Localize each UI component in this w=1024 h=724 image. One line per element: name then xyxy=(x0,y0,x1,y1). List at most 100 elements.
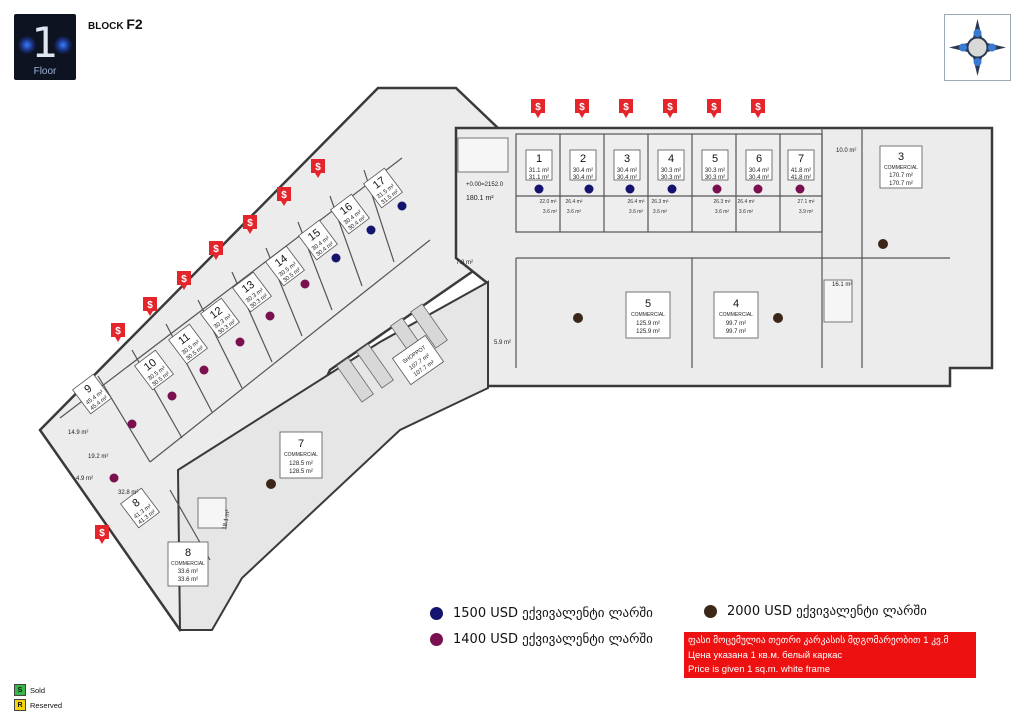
commercial-5[interactable]: 5 COMMERCIAL 125.9 m² 125.9 m² xyxy=(573,291,671,339)
compass-icon xyxy=(944,14,1011,81)
commercial-label: COMMERCIAL xyxy=(631,312,665,318)
elevation-label: +0.00=2152.0 xyxy=(466,182,504,188)
commercial-area: 125.9 m² xyxy=(636,321,660,327)
unit-8[interactable]: 8 41.3 m² 41.3 m² xyxy=(120,487,160,529)
room-area: 22.0 m² xyxy=(540,199,557,205)
unit-area: 30.3 m² xyxy=(661,168,681,174)
shop-area[interactable]: SHOPPOT 107.7 m² 107.7 m² xyxy=(391,334,445,386)
price-dot xyxy=(584,184,594,194)
unit-9[interactable]: 9 45.4 m² 45.4 m² xyxy=(72,373,112,415)
unit-6[interactable]: 6 30.4 m² 30.4 m² xyxy=(745,149,773,194)
unit-2[interactable]: 2 30.4 m² 30.4 m² xyxy=(569,149,597,194)
unit-5[interactable]: 5 30.3 m² 30.3 m² xyxy=(701,149,729,194)
room-area: 26.3 m² xyxy=(714,199,731,205)
unit-11[interactable]: 11 30.5 m² 30.5 m² xyxy=(168,323,208,365)
price-dot xyxy=(235,337,245,347)
room-area: 19.2 m² xyxy=(88,454,108,460)
commercial-label: COMMERCIAL xyxy=(284,452,318,458)
sold-marker-label: $ xyxy=(247,218,253,229)
commercial-label: COMMERCIAL xyxy=(171,561,205,567)
unit-4[interactable]: 4 30.3 m² 30.3 m² xyxy=(657,149,685,194)
commercial-area: 99.7 m² xyxy=(726,321,746,327)
sold-marker-label: $ xyxy=(579,102,585,113)
unit-area: 30.4 m² xyxy=(749,175,769,181)
price-dot xyxy=(773,313,783,323)
price-dot xyxy=(109,473,119,483)
unit-area: 31.1 m² xyxy=(529,175,549,181)
unit-number: 12 xyxy=(208,305,225,322)
sold-marker-label: $ xyxy=(213,244,219,255)
room-area: 10.0 m² xyxy=(836,148,856,154)
sold-marker: $ xyxy=(663,99,677,118)
price-dot xyxy=(331,253,341,263)
status-sold-label: Sold xyxy=(30,685,46,695)
status-reserved-label: Reserved xyxy=(30,700,63,710)
room-area: 4.9 m² xyxy=(76,476,93,482)
unit-15[interactable]: 15 30.4 m² 30.4 m² xyxy=(298,219,338,261)
floor-number: 1 xyxy=(31,18,59,67)
room-area: 26.4 m² xyxy=(738,199,755,205)
price-dot xyxy=(534,184,544,194)
unit-7[interactable]: 7 41.8 m² 41.8 m² xyxy=(787,149,815,194)
unit-3[interactable]: 3 30.4 m² 30.4 m² xyxy=(613,149,641,194)
price-note: ფასი მოცემულია თეთრი კარკასის მდგომარეობ… xyxy=(684,632,976,678)
sold-marker: $ xyxy=(209,241,223,260)
price-dot xyxy=(667,184,677,194)
bath-area: 3.9 m² xyxy=(799,209,814,215)
commercial-area: 33.6 m² xyxy=(178,569,198,575)
block-name: F2 xyxy=(126,16,143,32)
unit-10[interactable]: 10 30.5 m² 30.5 m² xyxy=(134,349,174,391)
commercial-label: COMMERCIAL xyxy=(884,165,918,171)
sold-markers: $ $ $ $ $ $ $ xyxy=(95,99,765,544)
price-dot xyxy=(366,225,376,235)
legend-1500: 1500 USD ექვივალენტი ლარში xyxy=(430,606,653,621)
bath-area: 3.6 m² xyxy=(629,209,644,215)
price-note-line: Price is given 1 sq.m. white frame xyxy=(688,664,831,675)
room-area: 26.4 m² xyxy=(628,199,645,205)
unit-number: 1 xyxy=(536,153,542,165)
unit-number: 13 xyxy=(240,279,257,296)
sold-marker: $ xyxy=(243,215,257,234)
unit-area: 41.8 m² xyxy=(791,168,811,174)
sold-marker: $ xyxy=(619,99,633,118)
unit-number: 6 xyxy=(756,153,762,165)
sub-areas-top: 22.0 m² 26.4 m² 26.4 m² 26.3 m² 26.3 m² … xyxy=(540,199,815,215)
sold-marker-label: $ xyxy=(755,102,761,113)
unit-number: 15 xyxy=(306,227,323,244)
sold-marker: $ xyxy=(311,159,325,178)
status-sold-box: S xyxy=(14,684,26,696)
legend-2000: 2000 USD ექვივალენტი ლარში xyxy=(704,604,927,619)
bath-area: 3.6 m² xyxy=(653,209,668,215)
sold-marker-label: $ xyxy=(535,102,541,113)
unit-number: 5 xyxy=(712,153,718,165)
unit-12[interactable]: 12 30.3 m² 30.3 m² xyxy=(200,297,240,339)
price-dot xyxy=(300,279,310,289)
sold-marker-label: $ xyxy=(115,326,121,337)
unit-number: 4 xyxy=(668,153,674,165)
room-area: 14.9 m² xyxy=(68,430,88,436)
commercial-8[interactable]: 8 COMMERCIAL 33.6 m² 33.6 m² xyxy=(167,541,209,587)
legend-1400: 1400 USD ექვივალენტი ლარში xyxy=(430,632,653,647)
commercial-4[interactable]: 4 COMMERCIAL 99.7 m² 99.7 m² xyxy=(713,291,783,339)
commercial-number: 7 xyxy=(298,438,304,450)
unit-1[interactable]: 1 31.1 m² 31.1 m² xyxy=(525,149,553,194)
sold-marker: $ xyxy=(277,187,291,206)
price-dot xyxy=(397,201,407,211)
commercial-3[interactable]: 3 COMMERCIAL 170.7 m² 170.7 m² xyxy=(878,145,923,249)
status-reserved: R Reserved xyxy=(14,699,62,711)
block-title: BLOCK F2 xyxy=(88,16,143,32)
room-area: 27.1 m² xyxy=(798,199,815,205)
unit-area: 30.4 m² xyxy=(617,175,637,181)
lobby-area: 180.1 m² xyxy=(466,195,494,202)
unit-number: 14 xyxy=(273,253,290,270)
legend-text: 2000 USD ექვივალენტი ლარში xyxy=(727,604,927,619)
commercial-7[interactable]: 7 COMMERCIAL 128.5 m² 128.5 m² xyxy=(266,431,323,489)
unit-number: 17 xyxy=(371,175,388,192)
price-note-line: Цена указана 1 кв.м. белый каркас xyxy=(688,649,843,661)
legend-text: 1500 USD ექვივალენტი ლარში xyxy=(453,606,653,621)
bath-area: 3.6 m² xyxy=(715,209,730,215)
room-area: 32.8 m² xyxy=(118,490,138,496)
sold-marker: $ xyxy=(95,525,109,544)
commercial-area: 128.5 m² xyxy=(289,469,313,475)
